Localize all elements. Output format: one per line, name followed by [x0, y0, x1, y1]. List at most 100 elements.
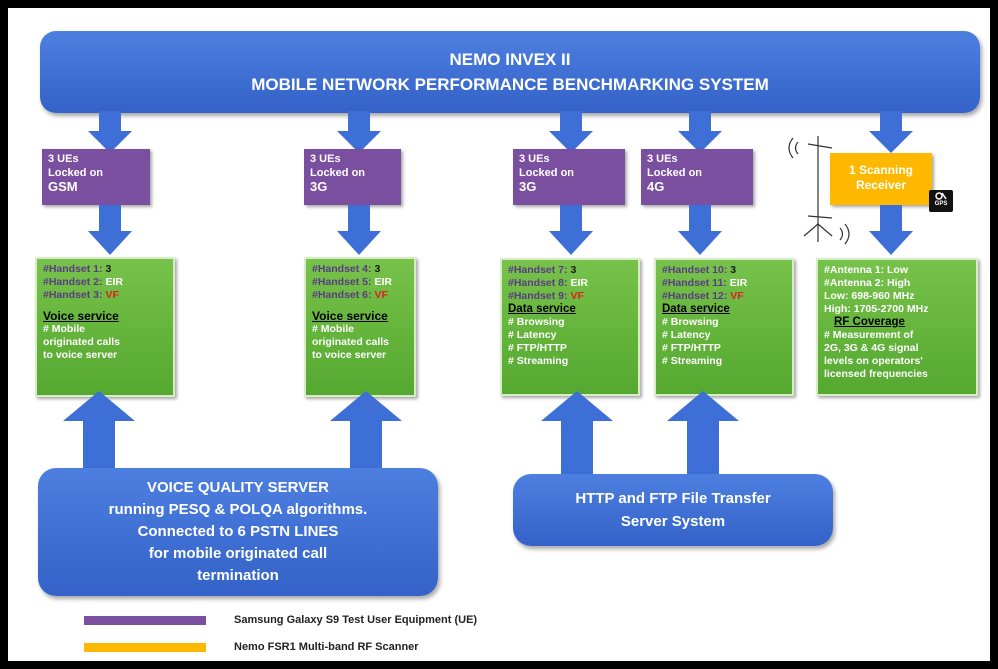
ue-count: 3 UEs [647, 153, 678, 165]
service-item: originated calls [43, 336, 121, 348]
handset-5-line: #Handset 5: EIR [312, 276, 408, 289]
operator: VF [374, 289, 388, 301]
server-line: HTTP and FTP File Transfer [575, 490, 771, 507]
handset-11-line: #Handset 11: EIR [662, 277, 786, 290]
service-title: RF Coverage [834, 316, 905, 328]
server-line: running PESQ & POLQA algorithms. [108, 501, 368, 518]
ue-locked-label: Locked on [48, 167, 104, 179]
arrow-up-voice-2 [330, 391, 402, 471]
ue-locked-label: Locked on [519, 167, 575, 179]
server-line: for mobile originated call [148, 545, 328, 562]
scanner-line2: Receiver [855, 178, 907, 192]
legend-label-scanner: Nemo FSR1 Multi-band RF Scanner [234, 641, 419, 653]
service-item: to voice server [43, 349, 118, 361]
ue-tech: 3G [310, 179, 328, 194]
arrow-down-1 [88, 111, 132, 153]
service-item: levels on operators' [824, 355, 923, 367]
arrow-ue-1 [88, 205, 132, 255]
service-item: originated calls [312, 336, 390, 348]
ue-tech: GSM [48, 179, 78, 194]
service-item: licensed frequencies [824, 368, 928, 380]
gps-icon: GPS [929, 190, 953, 212]
ue-box-3g-voice: 3 UEs Locked on 3G [304, 149, 401, 205]
arrow-down-2 [337, 111, 381, 153]
ue-locked-label: Locked on [310, 167, 366, 179]
operator: VF [570, 290, 584, 302]
service-title: Voice service [43, 309, 119, 323]
handset-label: #Handset 3: [43, 289, 103, 301]
operator: EIR [374, 276, 392, 288]
handset-label: #Handset 5: [312, 276, 372, 288]
service-item: to voice server [312, 349, 387, 361]
arrow-down-4 [678, 111, 722, 153]
legend-swatch-scanner [84, 643, 206, 652]
handset-label: #Handset 8: [508, 277, 568, 289]
service-item: # Browsing [508, 316, 565, 328]
service-item: 2G, 3G & 4G signal [824, 342, 919, 354]
legend-swatch-ue [84, 616, 206, 625]
handset-1-line: #Handset 1: 3 [43, 263, 167, 276]
arrow-up-ftp-1 [541, 391, 613, 479]
frequency-line: High: 1705-2700 MHz [824, 303, 929, 315]
antenna-line: #Antenna 1: Low [824, 264, 909, 276]
handset-label: #Handset 9: [508, 290, 568, 302]
handset-label: #Handset 6: [312, 289, 372, 301]
service-item: # Streaming [662, 355, 723, 367]
frequency-line: Low: 698-960 MHz [824, 290, 915, 302]
handset-label: #Handset 7: [508, 264, 568, 276]
legend-label-ue: Samsung Galaxy S9 Test User Equipment (U… [234, 614, 478, 626]
ue-count: 3 UEs [48, 153, 79, 165]
arrow-down-5 [869, 111, 913, 153]
arrow-scanner [869, 205, 913, 255]
antenna-box: #Antenna 1: Low #Antenna 2: High Low: 69… [816, 258, 978, 396]
arrow-up-voice-1 [63, 391, 135, 471]
scanning-receiver-box: 1 Scanning Receiver [830, 153, 932, 205]
arrow-up-ftp-2 [667, 391, 739, 479]
operator: 3 [374, 263, 381, 275]
service-item: # Latency [662, 329, 711, 341]
arrow-ue-4 [678, 205, 722, 255]
operator: EIR [570, 277, 588, 289]
handset-8-line: #Handset 8: EIR [508, 277, 632, 290]
handset-label: #Handset 1: [43, 263, 103, 275]
operator: 3 [105, 263, 112, 275]
arrow-ue-3 [549, 205, 593, 255]
service-item: # Mobile [312, 323, 355, 335]
ue-box-3g-data: 3 UEs Locked on 3G [513, 149, 625, 205]
server-line: VOICE QUALITY SERVER [147, 479, 329, 496]
ue-locked-label: Locked on [647, 167, 703, 179]
ue-box-4g: 3 UEs Locked on 4G [641, 149, 753, 205]
handset-label: #Handset 10: [662, 264, 728, 276]
diagram-canvas: NEMO INVEX II MOBILE NETWORK PERFORMANCE… [8, 8, 990, 661]
service-title: Voice service [312, 309, 388, 323]
server-line: Connected to 6 PSTN LINES [137, 523, 339, 540]
ue-count: 3 UEs [519, 153, 550, 165]
ftp-server: HTTP and FTP File Transfer Server System [513, 474, 833, 546]
handset-label: #Handset 11: [662, 277, 727, 289]
handset-4-line: #Handset 4: 3 [312, 263, 408, 276]
system-title-banner: NEMO INVEX II MOBILE NETWORK PERFORMANCE… [40, 31, 980, 113]
handset-label: #Handset 4: [312, 263, 372, 275]
ue-tech: 3G [519, 179, 537, 194]
handset-box-4g: #Handset 10: 3 #Handset 11: EIR #Handset… [654, 258, 794, 396]
ue-count: 3 UEs [310, 153, 341, 165]
operator: 3 [570, 264, 577, 276]
arrow-ue-2 [337, 205, 381, 255]
antenna-line: #Antenna 2: High [824, 277, 911, 289]
handset-12-line: #Handset 12: VF [662, 290, 786, 303]
server-line: termination [197, 567, 279, 584]
system-subtitle: MOBILE NETWORK PERFORMANCE BENCHMARKING … [251, 75, 769, 94]
handset-box-gsm: #Handset 1: 3 #Handset 2: EIR #Handset 3… [35, 257, 175, 397]
handset-label: #Handset 12: [662, 290, 728, 302]
operator: VF [105, 289, 119, 301]
ue-box-gsm: 3 UEs Locked on GSM [42, 149, 150, 205]
server-line: Server System [620, 513, 726, 530]
service-item: # Browsing [662, 316, 719, 328]
scanner-line1: 1 Scanning [848, 163, 913, 177]
ue-tech: 4G [647, 179, 665, 194]
service-item: # Mobile [43, 323, 86, 335]
service-title: Data service [662, 303, 730, 315]
gps-label: GPS [934, 201, 948, 207]
handset-10-line: #Handset 10: 3 [662, 264, 786, 277]
operator: 3 [730, 264, 737, 276]
